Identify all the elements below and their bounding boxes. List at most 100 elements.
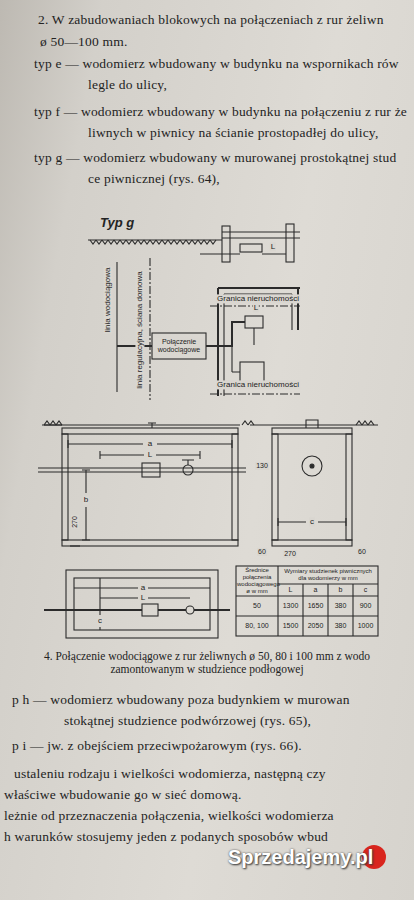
table-cell: c — [364, 586, 368, 594]
dimension-label: c — [309, 517, 315, 526]
longitudinal-section — [38, 423, 246, 546]
body-text-line: h warunków stosujemy jeden z podanych sp… — [4, 829, 328, 845]
table-cell: L — [289, 586, 293, 594]
dimension-label: linia regulacyjna, ściana domowa — [135, 270, 144, 389]
table-cell: 1000 — [358, 622, 374, 630]
dimension-label: 60 — [357, 548, 367, 556]
watermark: Sprzedajemy.pl — [228, 846, 373, 869]
ground-tick — [90, 240, 96, 244]
ground-tick — [102, 240, 108, 244]
body-text-line: typ f — wodomierz wbudowany w budynku na… — [34, 104, 407, 120]
top-section — [222, 232, 300, 238]
dimension-table-grid — [236, 566, 378, 636]
dimension-label: 270 — [71, 515, 79, 529]
body-text-line: ø 50—100 mm. — [40, 34, 128, 50]
longitudinal-section — [82, 470, 90, 540]
ground-tick — [114, 240, 120, 244]
body-text-line: p i — jw. z obejściem przeciwpożarowym (… — [12, 738, 302, 754]
longitudinal-section — [62, 428, 238, 434]
top-section — [200, 253, 286, 254]
ground-tick — [156, 240, 162, 244]
body-text-line: ustaleniu rodzaju i wielkości wodomierza… — [14, 766, 326, 782]
figure-title: Typ g — [100, 216, 134, 231]
longitudinal-section — [232, 434, 238, 540]
table-cell: 380 — [335, 622, 347, 630]
pit-plan — [142, 604, 158, 616]
site-plan — [116, 262, 117, 392]
cross-section — [278, 518, 346, 526]
dimension-label: 270 — [283, 550, 297, 558]
body-text-line: leżnie od przeznaczenia połączenia, wiel… — [4, 808, 334, 824]
ground-tick — [204, 240, 210, 244]
cross-section — [306, 420, 318, 428]
site-plan — [152, 333, 206, 359]
dimension-label: c — [97, 616, 103, 625]
table-cell: Wymiary studzienek piwnicznych dla wodom… — [280, 568, 376, 582]
site-plan — [232, 346, 240, 372]
table-cell: 380 — [335, 602, 347, 610]
site-plan — [245, 316, 263, 328]
longitudinal-section — [62, 540, 238, 546]
dimension-label: L — [140, 593, 146, 602]
ground-tick — [210, 240, 216, 244]
table-cell: 1500 — [283, 622, 299, 630]
ground-tick — [150, 240, 156, 244]
dimension-label: L — [253, 303, 259, 312]
top-section — [222, 226, 230, 262]
site-plan — [117, 258, 300, 400]
table-cell: Średnice połączenia wodociągowego ø w mm — [237, 567, 277, 595]
longitudinal-section — [42, 424, 240, 425]
table-cell: 1650 — [308, 602, 324, 610]
dimension-label: linia wodociągowa — [103, 267, 112, 334]
dimension-label: Połączenie wodociągowe — [153, 338, 205, 354]
cross-section — [272, 428, 352, 434]
ground-tick — [56, 421, 62, 425]
longitudinal-section — [148, 423, 156, 428]
body-text-line: 2. W zabudowaniach blokowych na połączen… — [38, 12, 384, 28]
ground-tick — [138, 240, 144, 244]
cross-section — [302, 456, 322, 476]
site-plan — [149, 258, 150, 400]
longitudinal-section — [100, 451, 200, 459]
dimension-label: 130 — [255, 462, 269, 470]
ground-tick — [186, 240, 192, 244]
ground-tick — [242, 421, 248, 425]
table-cell: 1300 — [283, 602, 299, 610]
ground-tick — [356, 421, 362, 425]
longitudinal-section — [68, 440, 232, 448]
site-plan — [210, 306, 300, 394]
longitudinal-section — [183, 465, 193, 475]
table-cell: 900 — [360, 602, 372, 610]
table-cell: a — [314, 586, 318, 594]
table-cell: 50 — [253, 602, 261, 610]
cross-section — [272, 434, 278, 540]
cross-section — [250, 424, 378, 425]
dimension-label: a — [147, 439, 153, 448]
cross-section — [346, 434, 352, 540]
cross-section — [272, 540, 352, 546]
dimension-label: L — [147, 450, 153, 459]
ground-tick — [132, 240, 138, 244]
body-text-line: stokątnej studzience podwórzowej (rys. 6… — [64, 713, 311, 729]
top-section — [88, 239, 222, 240]
pit-plan — [44, 570, 230, 638]
longitudinal-section — [70, 545, 80, 546]
pit-plan — [186, 606, 194, 614]
ground-tick — [44, 421, 50, 425]
pit-plan — [74, 578, 210, 630]
ground-tick — [50, 421, 56, 425]
body-text-line: liwnych w piwnicy na ścianie prostopadłe… — [88, 125, 379, 141]
cross-section — [310, 464, 314, 468]
dimension-label: Granica nieruchomości — [216, 380, 300, 389]
ground-tick — [162, 240, 168, 244]
table-cell: 2050 — [308, 622, 324, 630]
body-text-line: typ g — wodomierz wbudowany w murowanej … — [34, 150, 396, 166]
ground-tick — [96, 240, 102, 244]
ground-tick — [248, 421, 254, 425]
dimension-table-grid — [236, 566, 378, 636]
table-cell: b — [339, 586, 343, 594]
table-cell: 80, 100 — [245, 622, 268, 630]
dimension-label: a — [140, 583, 146, 592]
body-text-line: legle do ulicy, — [88, 77, 167, 93]
body-text-line: ce piwnicznej (rys. 64), — [88, 171, 220, 187]
